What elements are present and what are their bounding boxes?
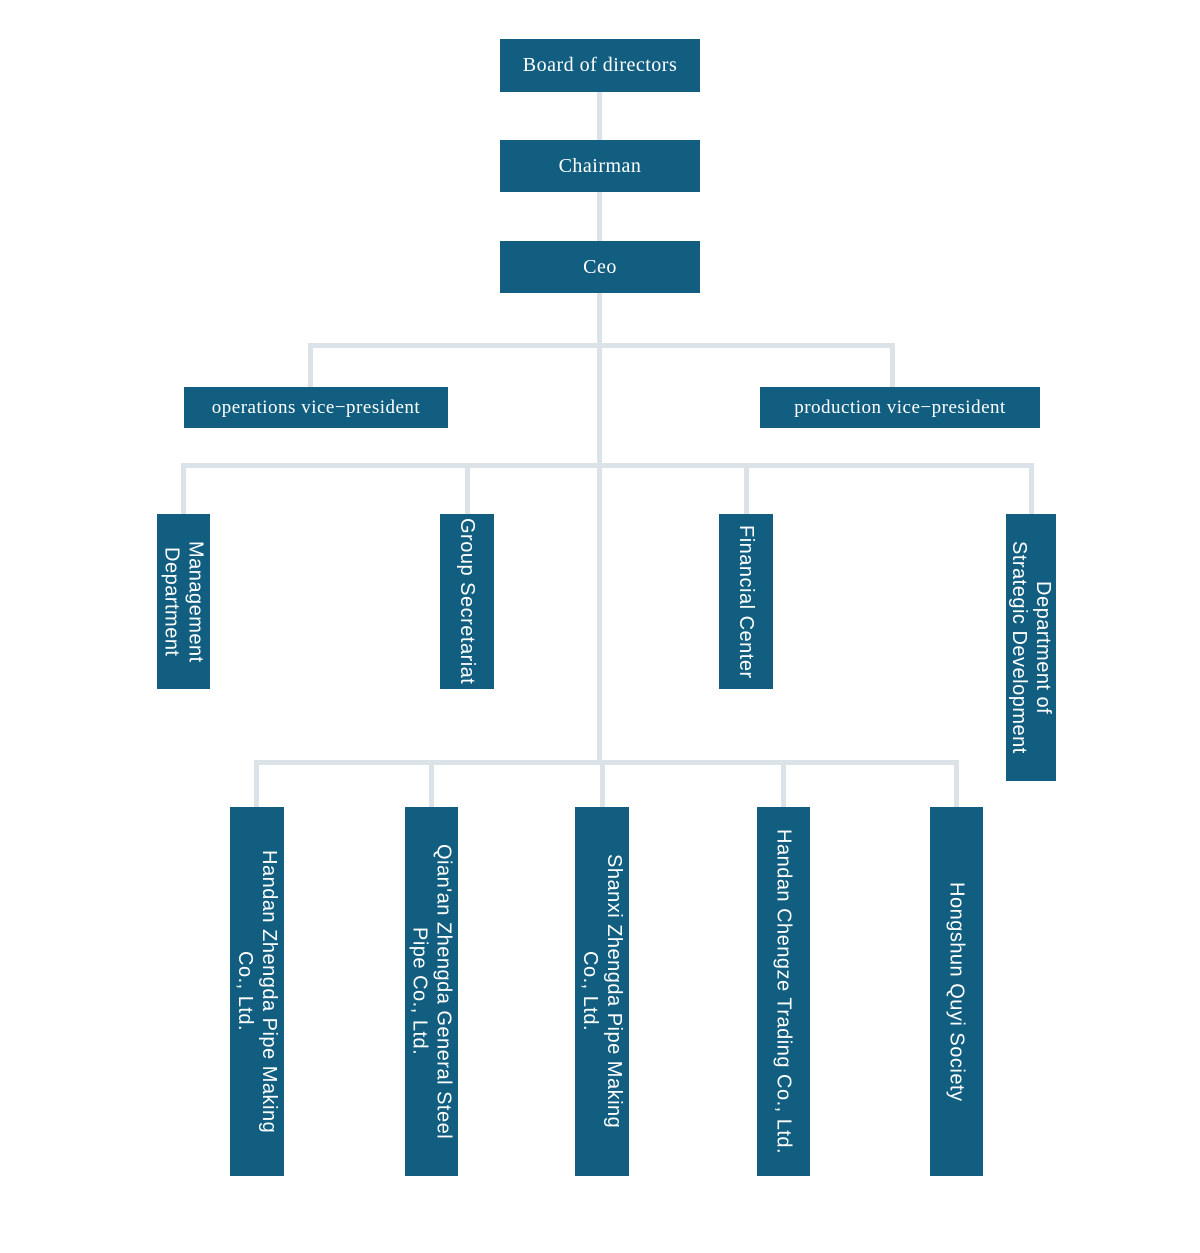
node-label: Ceo bbox=[583, 255, 617, 278]
connector-drop-shanxi-zhengda-pipe bbox=[600, 760, 605, 809]
node-label: Handan Zhengda Pipe Making Co., Ltd. bbox=[234, 849, 280, 1134]
node-label: production vice−president bbox=[794, 396, 1006, 418]
connector-drop-financial-center bbox=[744, 463, 749, 516]
node-production-vice-president: production vice−president bbox=[760, 387, 1040, 428]
node-label: Handan Chengze Trading Co., Ltd. bbox=[772, 828, 795, 1155]
connector-main-vertical bbox=[597, 92, 602, 764]
connector-drop-production-vp bbox=[890, 343, 895, 389]
node-label: Department of Strategic Development bbox=[1008, 541, 1054, 754]
node-handan-chengze-trading: Handan Chengze Trading Co., Ltd. bbox=[757, 807, 810, 1176]
node-label: operations vice−president bbox=[211, 396, 421, 418]
node-handan-zhengda-pipe-making: Handan Zhengda Pipe Making Co., Ltd. bbox=[230, 807, 284, 1176]
node-label: Financial Center bbox=[735, 524, 757, 679]
connector-drop-operations-vp bbox=[308, 343, 313, 389]
node-ceo: Ceo bbox=[500, 241, 700, 293]
node-hongshun-quyi-society: Hongshun Quyi Society bbox=[930, 807, 983, 1176]
node-qianan-zhengda-general-steel-pipe: Qian'an Zhengda General Steel Pipe Co., … bbox=[405, 807, 458, 1176]
node-label: Group Secretariat bbox=[456, 518, 478, 685]
connector-drop-hongshun-quyi bbox=[954, 760, 959, 809]
node-label: Board of directors bbox=[522, 54, 678, 76]
node-operations-vice-president: operations vice−president bbox=[184, 387, 448, 428]
node-label: Management Department bbox=[160, 540, 207, 663]
node-label: Hongshun Quyi Society bbox=[945, 881, 968, 1102]
node-label: Chairman bbox=[558, 154, 642, 177]
connector-departments-horizontal bbox=[184, 463, 1031, 468]
connector-drop-group-secretariat bbox=[465, 463, 470, 516]
node-chairman: Chairman bbox=[500, 140, 700, 192]
connector-drop-handan-chengze-trading bbox=[781, 760, 786, 809]
node-label: Shanxi Zhengda Pipe Making Co., Ltd. bbox=[579, 854, 625, 1129]
node-board-of-directors: Board of directors bbox=[500, 39, 700, 92]
node-label: Qian'an Zhengda General Steel Pipe Co., … bbox=[408, 843, 455, 1140]
connector-drop-management-department bbox=[181, 463, 186, 516]
connector-drop-handan-zhengda-pipe bbox=[254, 760, 259, 809]
node-group-secretariat: Group Secretariat bbox=[440, 514, 494, 689]
connector-drop-strategic-development bbox=[1029, 463, 1034, 516]
connector-vp-horizontal bbox=[310, 343, 892, 348]
node-shanxi-zhengda-pipe-making: Shanxi Zhengda Pipe Making Co., Ltd. bbox=[575, 807, 629, 1176]
node-financial-center: Financial Center bbox=[719, 514, 773, 689]
node-department-of-strategic-development: Department of Strategic Development bbox=[1006, 514, 1056, 781]
node-management-department: Management Department bbox=[157, 514, 210, 689]
connector-subsidiaries-horizontal bbox=[257, 760, 957, 765]
connector-drop-qianan-zhengda-steel bbox=[429, 760, 434, 809]
